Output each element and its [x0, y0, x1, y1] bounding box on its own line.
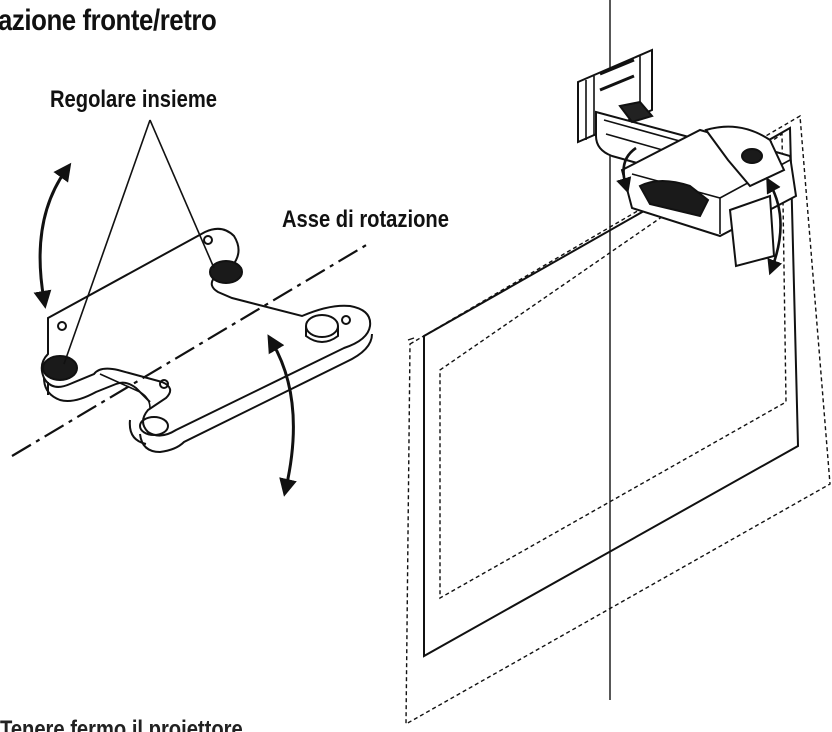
rotation-axis-line: [11, 243, 369, 457]
screw-hole: [57, 321, 67, 331]
knob-open: [305, 314, 339, 338]
projector-lens: [638, 180, 710, 218]
label-adjust-together: Regolare insieme: [50, 86, 217, 113]
rotation-arrows: [33, 162, 297, 497]
wall-mount-scene: [405, 0, 831, 726]
screw-hole: [159, 379, 169, 389]
diagram-title: azione fronte/retro: [0, 4, 217, 37]
arrow-projector-left: [616, 146, 637, 194]
arrow-right-curve: [267, 334, 297, 497]
footer-text: Tenere fermo il proiettore: [0, 718, 243, 732]
board-dashed-back: [439, 132, 787, 600]
dark-knobs: [42, 260, 243, 381]
leader-lines: [63, 119, 215, 365]
screw-hole: [341, 315, 351, 325]
bracket-plate-edge-right: [139, 333, 373, 454]
screw-hole: [203, 235, 213, 245]
footer-cropped-text: Tenere fermo il proiettore: [0, 718, 250, 732]
bracket-plate-detail: [40, 227, 373, 454]
arrow-left-curve: [33, 162, 72, 309]
label-rotation-axis: Asse di rotazione: [282, 206, 449, 233]
bracket-plate-outline: [40, 227, 372, 437]
arrow-projector-right: [766, 177, 783, 276]
knob-dark-lower: [42, 355, 78, 381]
knob-dark-upper: [209, 260, 243, 284]
